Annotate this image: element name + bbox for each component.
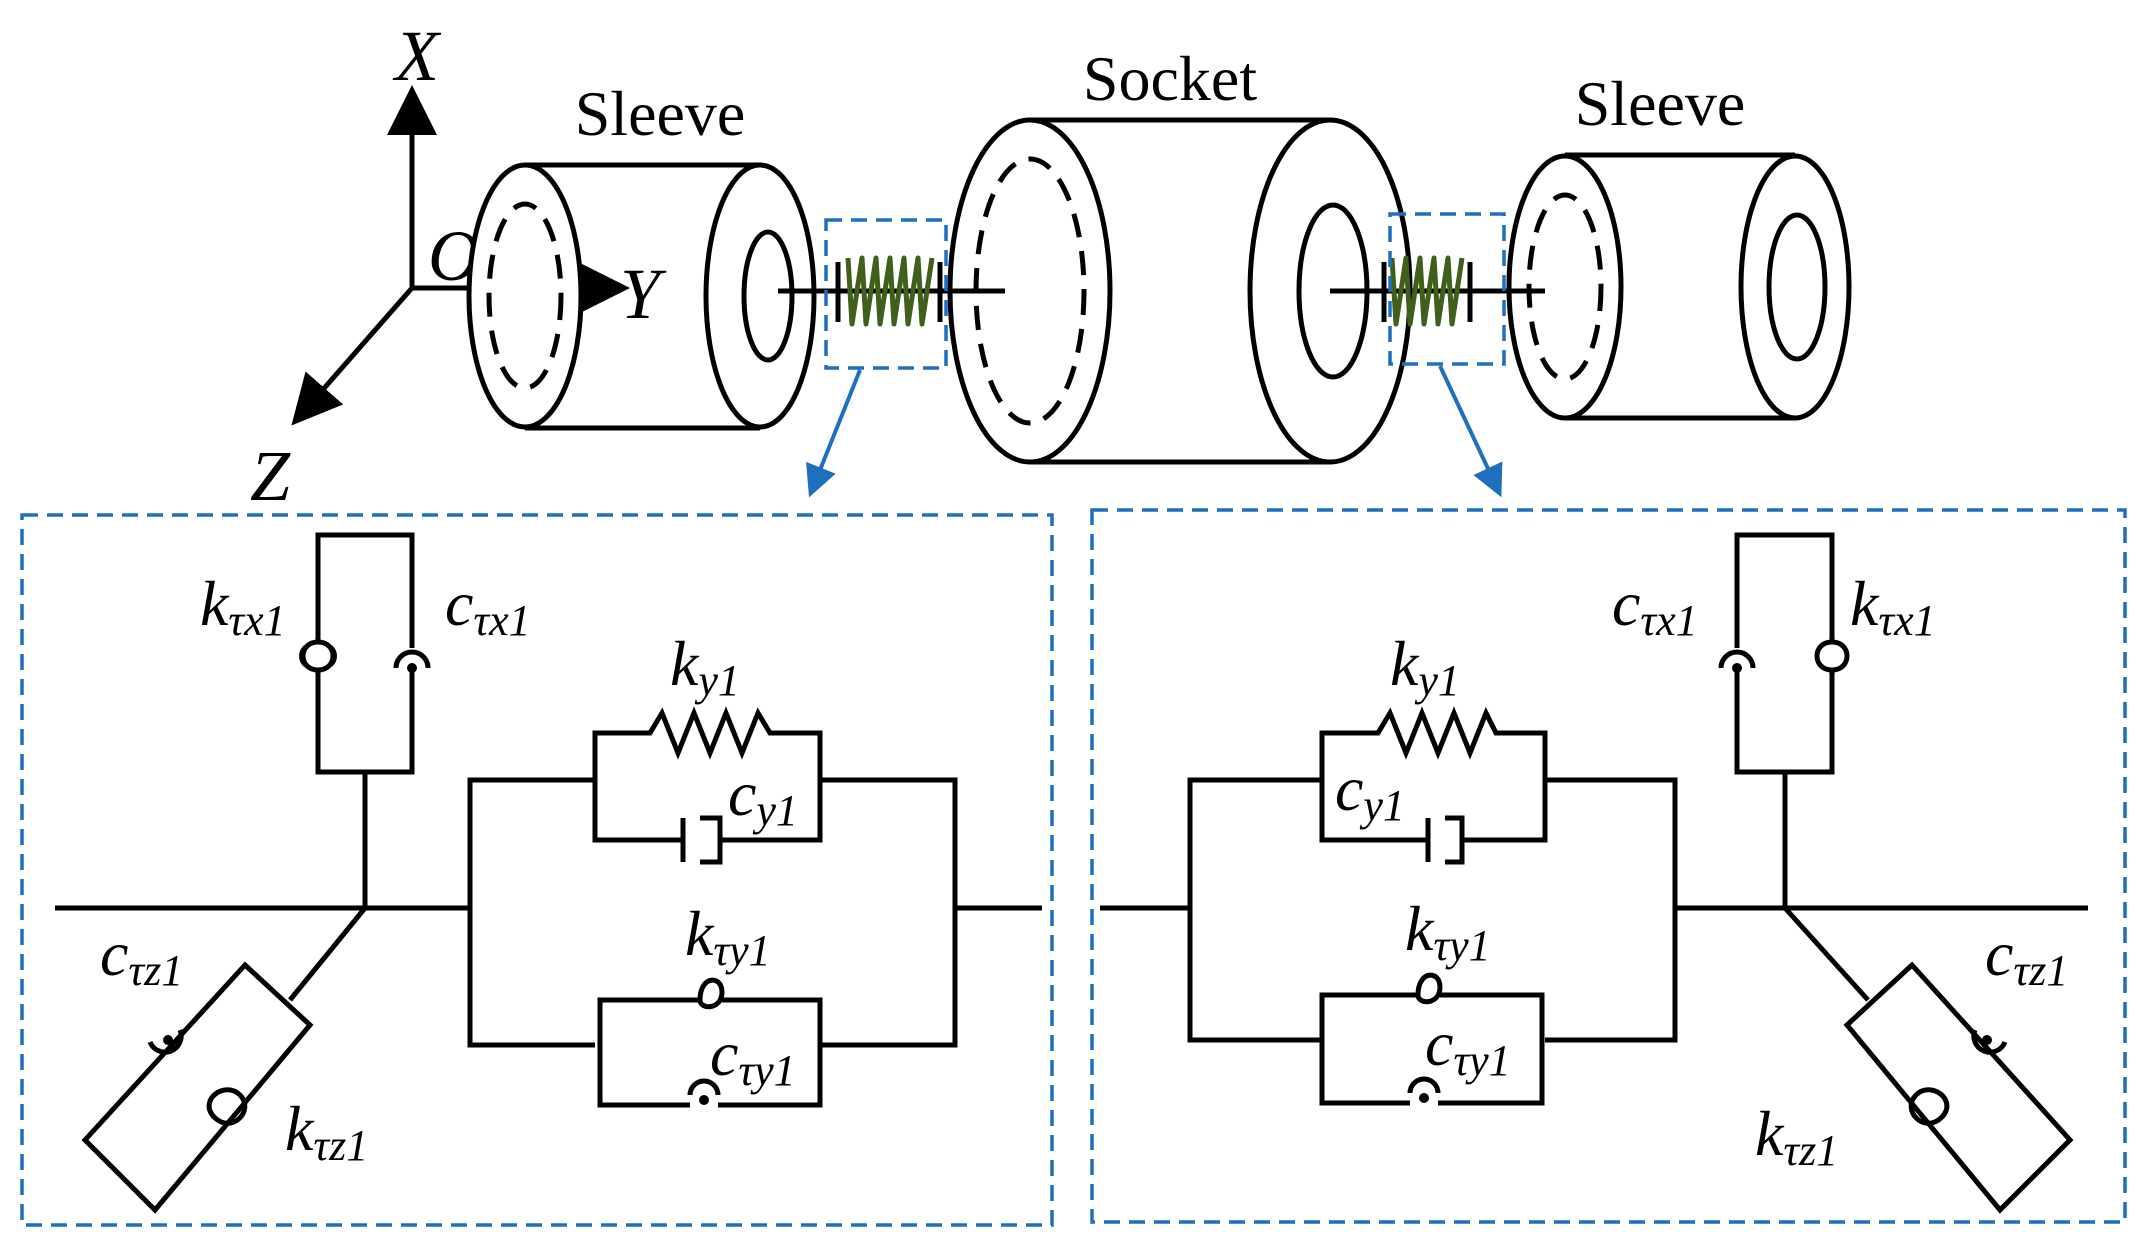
label-c-tau-y1-right: cτy1 — [1425, 1008, 1511, 1085]
detail-arrow-left — [806, 369, 862, 498]
spring-left — [778, 218, 1005, 498]
y-axis-label: Y — [620, 254, 667, 334]
sleeve-right: Sleeve — [1506, 68, 1852, 421]
z-axis-label: Z — [250, 436, 291, 516]
detail-box-right-marker — [1388, 212, 1506, 366]
detail-panel-left: kτx1 cτx1 cτz1 kτz1 ky1 c — [20, 513, 1054, 1227]
x-axis-label: X — [392, 16, 442, 96]
sleeve-right-label: Sleeve — [1575, 68, 1746, 139]
label-k-tau-y1-right: kτy1 — [1405, 893, 1491, 970]
spring-right — [1330, 212, 1545, 498]
label-c-tau-x1-left: cτx1 — [445, 568, 531, 645]
label-k-tau-y1-left: kτy1 — [685, 898, 771, 975]
socket: Socket — [947, 43, 1413, 465]
detail-box-left-marker — [824, 218, 948, 370]
coordinate-axes: X Y Z O — [250, 16, 667, 516]
label-k-y1-right: ky1 — [1390, 628, 1460, 705]
label-k-tau-x1-left: kτx1 — [200, 568, 286, 645]
label-k-y1-left: ky1 — [670, 628, 740, 705]
label-k-tau-z1-left: kτz1 — [285, 1093, 368, 1170]
detail-arrow-right — [1438, 365, 1503, 498]
label-c-tau-z1-left: cτz1 — [100, 918, 183, 995]
label-c-tau-z1-right: cτz1 — [1985, 918, 2068, 995]
socket-label: Socket — [1083, 43, 1257, 114]
label-k-tau-z1-right: kτz1 — [1755, 1098, 1838, 1175]
sleeve-left-label: Sleeve — [575, 78, 746, 149]
label-c-tau-y1-left: cτy1 — [710, 1018, 796, 1095]
label-c-y1-right: cy1 — [1335, 753, 1405, 830]
label-k-tau-x1-right: kτx1 — [1850, 568, 1936, 645]
z-axis — [291, 286, 414, 426]
detail-panel-left-border — [20, 513, 1054, 1227]
detail-panel-right: ky1 cy1 kτy1 cτy1 cτx1 kτx1 — [1090, 508, 2127, 1224]
label-c-tau-x1-right: cτx1 — [1612, 568, 1698, 645]
sleeve-left: Sleeve — [466, 78, 817, 431]
detail-panel-right-border — [1090, 508, 2127, 1224]
label-c-y1-left: cy1 — [728, 758, 798, 835]
